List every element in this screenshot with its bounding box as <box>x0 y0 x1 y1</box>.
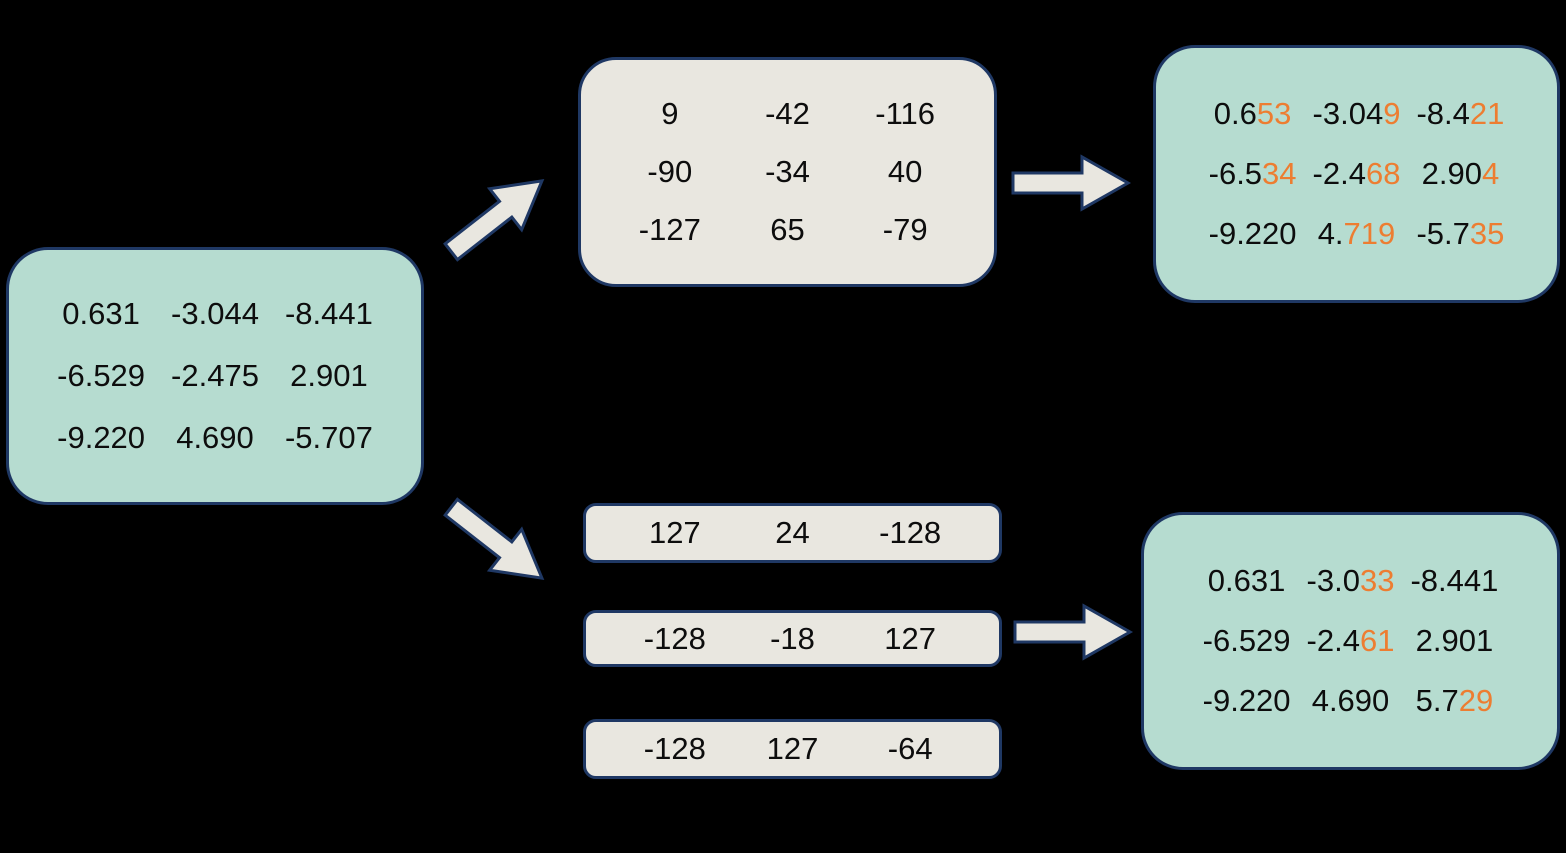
matrix-value: 127 <box>648 515 701 550</box>
matrix-value: -5.735 <box>1416 216 1505 251</box>
matrix-value: -90 <box>647 154 693 189</box>
matrix-value: -6.529 <box>57 358 146 393</box>
matrix-value: -5.707 <box>284 420 373 455</box>
matrix-value: -42 <box>765 96 810 131</box>
matrix-value: -18 <box>770 620 815 656</box>
matrix-value: -3.049 <box>1312 96 1401 131</box>
matrix-value: 4.719 <box>1317 216 1396 251</box>
matrix-value: 2.904 <box>1421 156 1500 191</box>
matrix-value: 5.729 <box>1415 683 1494 718</box>
matrix-value: 65 <box>770 212 805 247</box>
matrix-value: 0.631 <box>1207 563 1286 598</box>
per-tensor-quantized-matrix-box: 9 -42 -116 -90 -34 40 -127 65 -79 <box>578 57 997 287</box>
matrix-value: -9.220 <box>1202 683 1291 718</box>
matrix-value: -128 <box>643 731 706 766</box>
matrix-value: 127 <box>884 620 937 656</box>
original-matrix-box: 0.631 -3.044 -8.441 -6.529 -2.475 2.901 -9.220… <box>6 247 424 505</box>
matrix-value: -2.468 <box>1312 156 1401 191</box>
matrix-value: 4.690 <box>176 420 254 455</box>
arrow-down-right-icon <box>443 497 545 580</box>
matrix-value: -2.461 <box>1306 623 1395 658</box>
matrix-value: -127 <box>638 212 701 247</box>
matrix-value: 2.901 <box>290 358 368 393</box>
matrix-value: -3.033 <box>1306 563 1395 598</box>
matrix-value: -8.441 <box>284 296 373 331</box>
matrix-value: -116 <box>875 96 936 131</box>
matrix-value: 127 <box>766 731 819 766</box>
per-row-quantized-row-2-box: -128 -18 127 <box>583 610 1002 667</box>
arrow-up-right-icon <box>443 179 545 262</box>
matrix-value: -128 <box>643 620 706 656</box>
matrix-value: -64 <box>887 731 933 766</box>
per-row-dequantized-matrix-box: 0.631 -3.033 -8.441 -6.529 -2.461 2.901 -9.220… <box>1141 512 1560 770</box>
matrix-value: 2.901 <box>1415 623 1494 658</box>
matrix-value: -2.475 <box>171 358 259 393</box>
matrix-value: -34 <box>765 154 810 189</box>
matrix-value: 0.653 <box>1213 96 1292 131</box>
matrix-value: 4.690 <box>1311 683 1390 718</box>
matrix-value: -9.220 <box>1208 216 1297 251</box>
matrix-value: -8.421 <box>1416 96 1505 131</box>
matrix-value: -6.534 <box>1208 156 1297 191</box>
matrix-value: 24 <box>775 515 810 550</box>
per-tensor-dequantized-matrix-box: 0.653 -3.049 -8.421 -6.534 -2.468 2.904 -9.220… <box>1153 45 1560 303</box>
matrix-value: -9.220 <box>57 420 146 455</box>
per-row-quantized-row-1-box: 127 24 -128 <box>583 503 1002 563</box>
matrix-value: 9 <box>661 96 679 131</box>
matrix-value: -6.529 <box>1202 623 1291 658</box>
per-row-quantized-row-3-box: -128 127 -64 <box>583 719 1002 779</box>
matrix-value: -128 <box>879 515 942 550</box>
arrow-right-top-icon <box>1011 154 1132 212</box>
matrix-value: 40 <box>887 154 923 189</box>
matrix-value: -8.441 <box>1410 563 1499 598</box>
arrow-right-bottom-icon <box>1013 603 1134 661</box>
matrix-value: -79 <box>882 212 928 247</box>
matrix-value: -3.044 <box>171 296 259 331</box>
matrix-value: 0.631 <box>62 296 140 331</box>
